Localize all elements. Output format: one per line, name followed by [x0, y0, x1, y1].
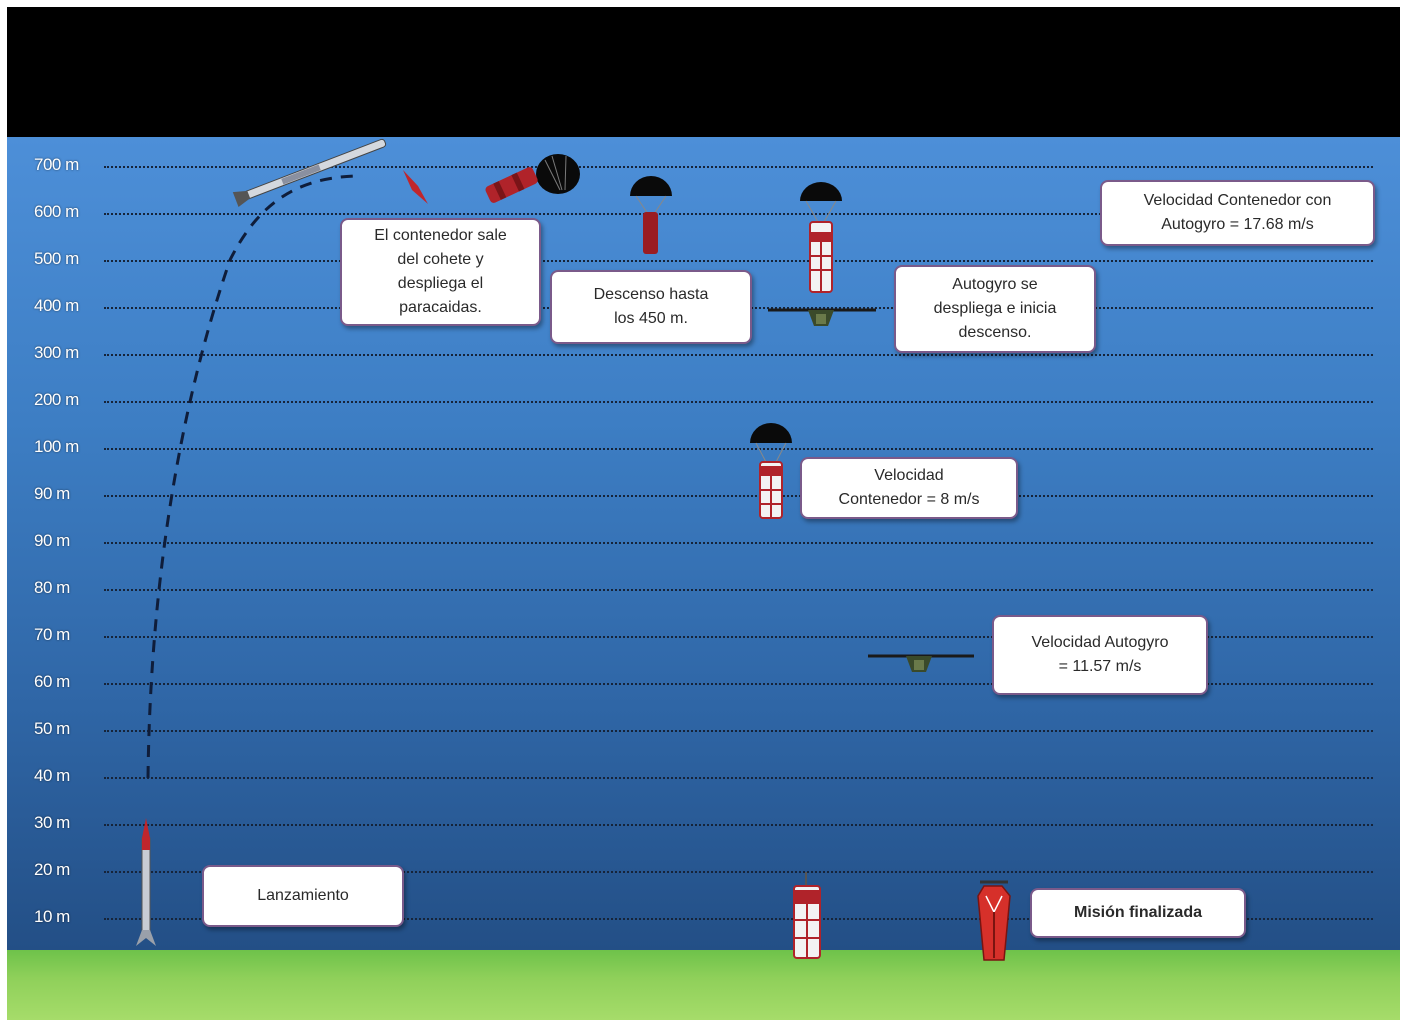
callout-speed-autogyro: Velocidad Autogyro = 11.57 m/s: [992, 615, 1208, 695]
rocket-apogee-icon: [232, 138, 387, 208]
callout-container-exits: El contenedor sale del cohete y desplieg…: [340, 218, 541, 326]
altitude-label: 500 m: [34, 249, 79, 268]
black-header-band: [7, 7, 1400, 137]
gridline: [104, 542, 1373, 544]
altitude-label: 200 m: [34, 390, 79, 409]
callout-speed-container-autogyro: Velocidad Contenedor con Autogyro = 17.6…: [1100, 180, 1375, 246]
altitude-label: 50 m: [34, 719, 70, 738]
gridline: [104, 824, 1373, 826]
altitude-label: 70 m: [34, 625, 70, 644]
altitude-label: 20 m: [34, 860, 70, 879]
altitude-label: 300 m: [34, 343, 79, 362]
ground-strip: [7, 950, 1400, 1020]
altitude-label: 80 m: [34, 578, 70, 597]
gridline: [104, 918, 1373, 920]
container-descent-icon: [750, 423, 792, 519]
autogyro-icon: [768, 308, 876, 326]
container-exit-icon: [485, 154, 580, 203]
altitude-label: 10 m: [34, 907, 70, 926]
callout-launch: Lanzamiento: [202, 865, 404, 927]
gridline: [104, 448, 1373, 450]
callout-mission-done: Misión finalizada: [1030, 888, 1246, 938]
gridline: [104, 354, 1373, 356]
callout-descent-450: Descenso hasta los 450 m.: [550, 270, 752, 344]
gridline: [104, 777, 1373, 779]
altitude-label: 600 m: [34, 202, 79, 221]
gridline: [104, 260, 1373, 262]
altitude-label: 60 m: [34, 672, 70, 691]
gridline: [104, 213, 1373, 215]
gridline: [104, 683, 1373, 685]
autogyro-landed-icon: [977, 880, 1011, 961]
callout-speed-container: Velocidad Contenedor = 8 m/s: [800, 457, 1018, 519]
gridline: [104, 401, 1373, 403]
altitude-label: 30 m: [34, 813, 70, 832]
altitude-label: 100 m: [34, 437, 79, 456]
nose-cone-icon: [403, 170, 428, 204]
gridline: [104, 871, 1373, 873]
altitude-label: 400 m: [34, 296, 79, 315]
container-autogyro-icon: [800, 182, 842, 293]
container-landed-icon: [793, 872, 821, 959]
container-parachute-icon: [630, 176, 672, 254]
gridline: [104, 730, 1373, 732]
gridline: [104, 166, 1373, 168]
rocket-icon: [136, 818, 156, 946]
callout-autogyro-deploys: Autogyro se despliega e inicia descenso.: [894, 265, 1096, 353]
trajectory-dashed-line: [146, 174, 356, 779]
gridline: [104, 589, 1373, 591]
altitude-label: 700 m: [34, 155, 79, 174]
altitude-label: 90 m: [34, 531, 70, 550]
autogyro-descent-icon: [868, 654, 974, 672]
gridline: [104, 495, 1373, 497]
altitude-label: 40 m: [34, 766, 70, 785]
altitude-label: 90 m: [34, 484, 70, 503]
gridline: [104, 636, 1373, 638]
